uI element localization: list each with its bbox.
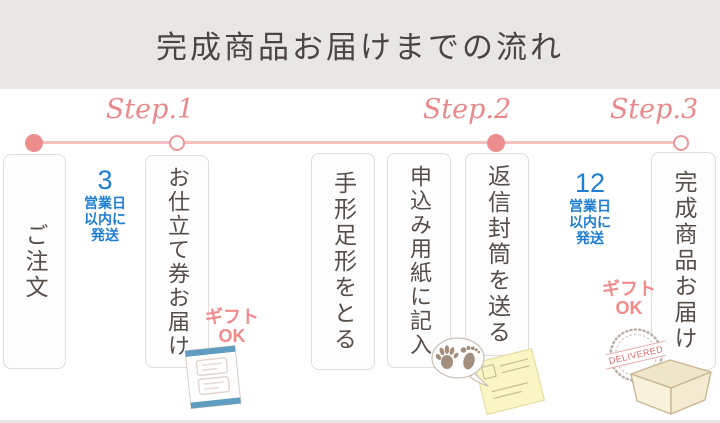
timeline-line [34, 141, 676, 144]
shipping-days-number: 3 [97, 165, 113, 195]
stage-label-prints: 手形足形をとる [330, 170, 357, 353]
step1-label: Step.1 [105, 94, 195, 125]
timeline-dot-order [25, 134, 43, 152]
shipping-note-line: 以内に [569, 214, 611, 230]
title-band: 完成商品お届けまでの流れ [0, 0, 720, 89]
step3-label: Step.3 [609, 94, 699, 125]
delivery-box-icon [630, 359, 712, 415]
handprint-glyph [435, 345, 459, 369]
page-title: 完成商品お届けまでの流れ [156, 30, 564, 65]
shipping-days-number: 12 [574, 168, 606, 198]
gift-note-line1: ギフト [205, 307, 259, 327]
gift-note-line2: OK [218, 326, 246, 346]
shipping-note-3days: 3 営業日 以内に 発送 [66, 165, 144, 244]
bottom-section-edge [0, 420, 720, 423]
stage-label-reply-envelope: 返信封筒を送る [484, 163, 511, 346]
timeline-ring-step3 [673, 135, 689, 151]
stage-box-finished-delivery: 完成商品お届け [651, 152, 716, 370]
shipping-note-line: 営業日 [84, 195, 126, 211]
gift-ok-note-step1: ギフト OK [195, 308, 269, 346]
shipping-note-12days: 12 営業日 以内に 発送 [551, 168, 629, 247]
stage-box-application: 申込み用紙に記入 [387, 153, 451, 368]
stage-label-finished-delivery: 完成商品お届け [671, 170, 697, 352]
stage-box-ticket-delivery: お仕立て券お届け [145, 155, 209, 368]
shipping-note-line: 発送 [91, 227, 119, 243]
stage-label-order: ご注文 [22, 222, 48, 301]
stage-box-order: ご注文 [3, 154, 66, 369]
shipping-note-line: 営業日 [569, 198, 611, 214]
gift-ok-note-step3: ギフト OK [592, 280, 666, 318]
footprint-glyph [460, 345, 481, 370]
stage-label-application: 申込み用紙に記入 [407, 164, 432, 357]
timeline-dot-step2 [487, 134, 505, 152]
stage-label-ticket-delivery: お仕立て券お届け [165, 165, 190, 358]
stage-box-reply-envelope: 返信封筒を送る [465, 153, 529, 356]
gift-note-line1: ギフト [602, 279, 656, 299]
shipping-note-line: 以内に [84, 211, 126, 227]
reply-postcard-icon [473, 348, 546, 416]
timeline-ring-step1 [169, 135, 185, 151]
shipping-note-line: 発送 [576, 230, 604, 246]
step2-label: Step.2 [422, 94, 512, 125]
hand-foot-print-icon [431, 337, 489, 387]
gift-ticket-icon [184, 345, 242, 410]
stage-box-prints: 手形足形をとる [311, 153, 375, 370]
gift-note-line2: OK [615, 298, 643, 318]
